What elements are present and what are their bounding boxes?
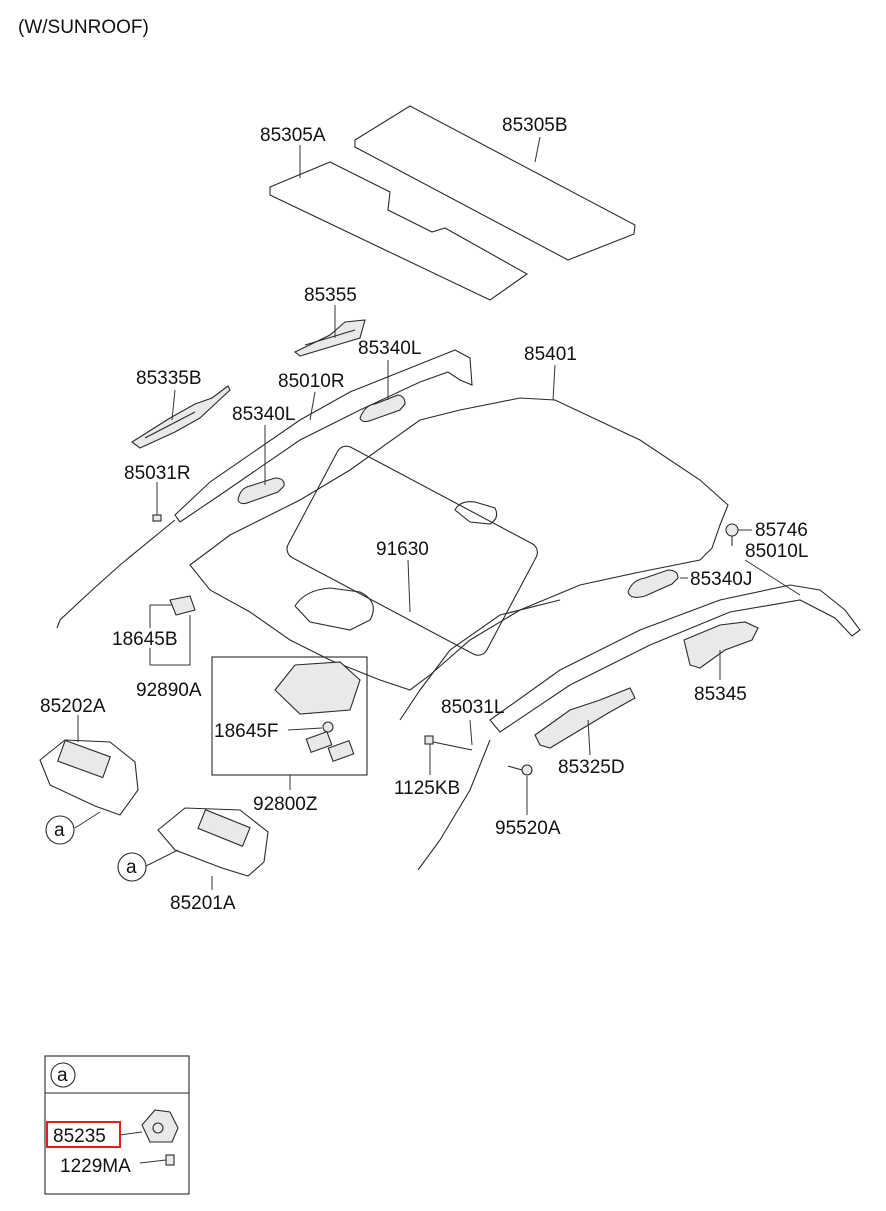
detail-part-other: 1229MA — [60, 1156, 131, 1177]
label-85355: 85355 — [304, 285, 357, 306]
overhead-lamp-box-92800z — [211, 656, 368, 776]
label-92890a: 92890A — [136, 680, 202, 701]
label-85345: 85345 — [694, 684, 747, 705]
clip-95520a — [507, 764, 533, 776]
label-85010l: 85010L — [745, 541, 808, 562]
bracket-85325d — [534, 687, 636, 749]
detail-box: a 85235 1229MA — [44, 1055, 190, 1195]
roof-pad-85305a — [269, 161, 529, 301]
label-85401: 85401 — [524, 344, 577, 365]
wiring-91630 — [399, 599, 561, 721]
callout-marker-right: a — [117, 852, 147, 882]
diagram-heading: (W/SUNROOF) — [18, 17, 149, 38]
sun-visor-85202a — [39, 739, 139, 816]
side-rail-85010r — [56, 349, 473, 629]
label-85340l-top: 85340L — [358, 338, 421, 359]
label-18645f: 18645F — [214, 721, 278, 742]
clip-85031r — [152, 514, 162, 522]
bracket-85355 — [293, 319, 366, 357]
label-92800z: 92800Z — [253, 794, 318, 815]
label-85201a: 85201A — [170, 893, 236, 914]
side-rail-85010l — [417, 584, 861, 871]
callout-marker-left-text: a — [54, 820, 65, 841]
label-91630: 91630 — [376, 539, 429, 560]
bracket-85345 — [683, 621, 759, 669]
label-85340l-mid: 85340L — [232, 404, 295, 425]
label-85340j: 85340J — [690, 569, 752, 590]
clip-85746 — [725, 523, 739, 546]
label-85746: 85746 — [755, 520, 808, 541]
grab-handle-85340l-upper — [359, 394, 406, 423]
label-85305a: 85305A — [260, 125, 326, 146]
label-85202a: 85202A — [40, 696, 106, 717]
bracket-85335b — [131, 385, 231, 449]
callout-marker-right-text: a — [126, 857, 137, 878]
detail-part-highlighted: 85235 — [53, 1126, 106, 1147]
label-85031l: 85031L — [441, 697, 504, 718]
grab-handle-85340j — [627, 569, 679, 598]
label-85031r: 85031R — [124, 463, 191, 484]
label-85305b: 85305B — [502, 115, 568, 136]
leader-lines — [74, 136, 801, 890]
detail-box-marker: a — [57, 1065, 68, 1086]
bolt-1125kb — [424, 735, 473, 751]
label-95520a: 95520A — [495, 818, 561, 839]
label-85335b: 85335B — [136, 368, 202, 389]
highlight-box — [46, 1121, 121, 1148]
label-85325d: 85325D — [558, 757, 625, 778]
callout-marker-left: a — [45, 815, 75, 845]
grab-handle-85340l-lower — [237, 477, 285, 505]
clip-18645b — [169, 595, 196, 616]
label-18645b: 18645B — [112, 629, 178, 650]
sun-visor-85201a — [157, 807, 269, 877]
visor-holder-icon — [141, 1109, 179, 1143]
roof-pad-85305b — [354, 105, 636, 261]
label-85010r: 85010R — [278, 371, 345, 392]
part-labels: 85305A 85305B 85355 85340L 85401 85335B … — [40, 115, 808, 914]
label-1125kb: 1125KB — [394, 778, 460, 799]
screw-icon — [165, 1154, 175, 1166]
